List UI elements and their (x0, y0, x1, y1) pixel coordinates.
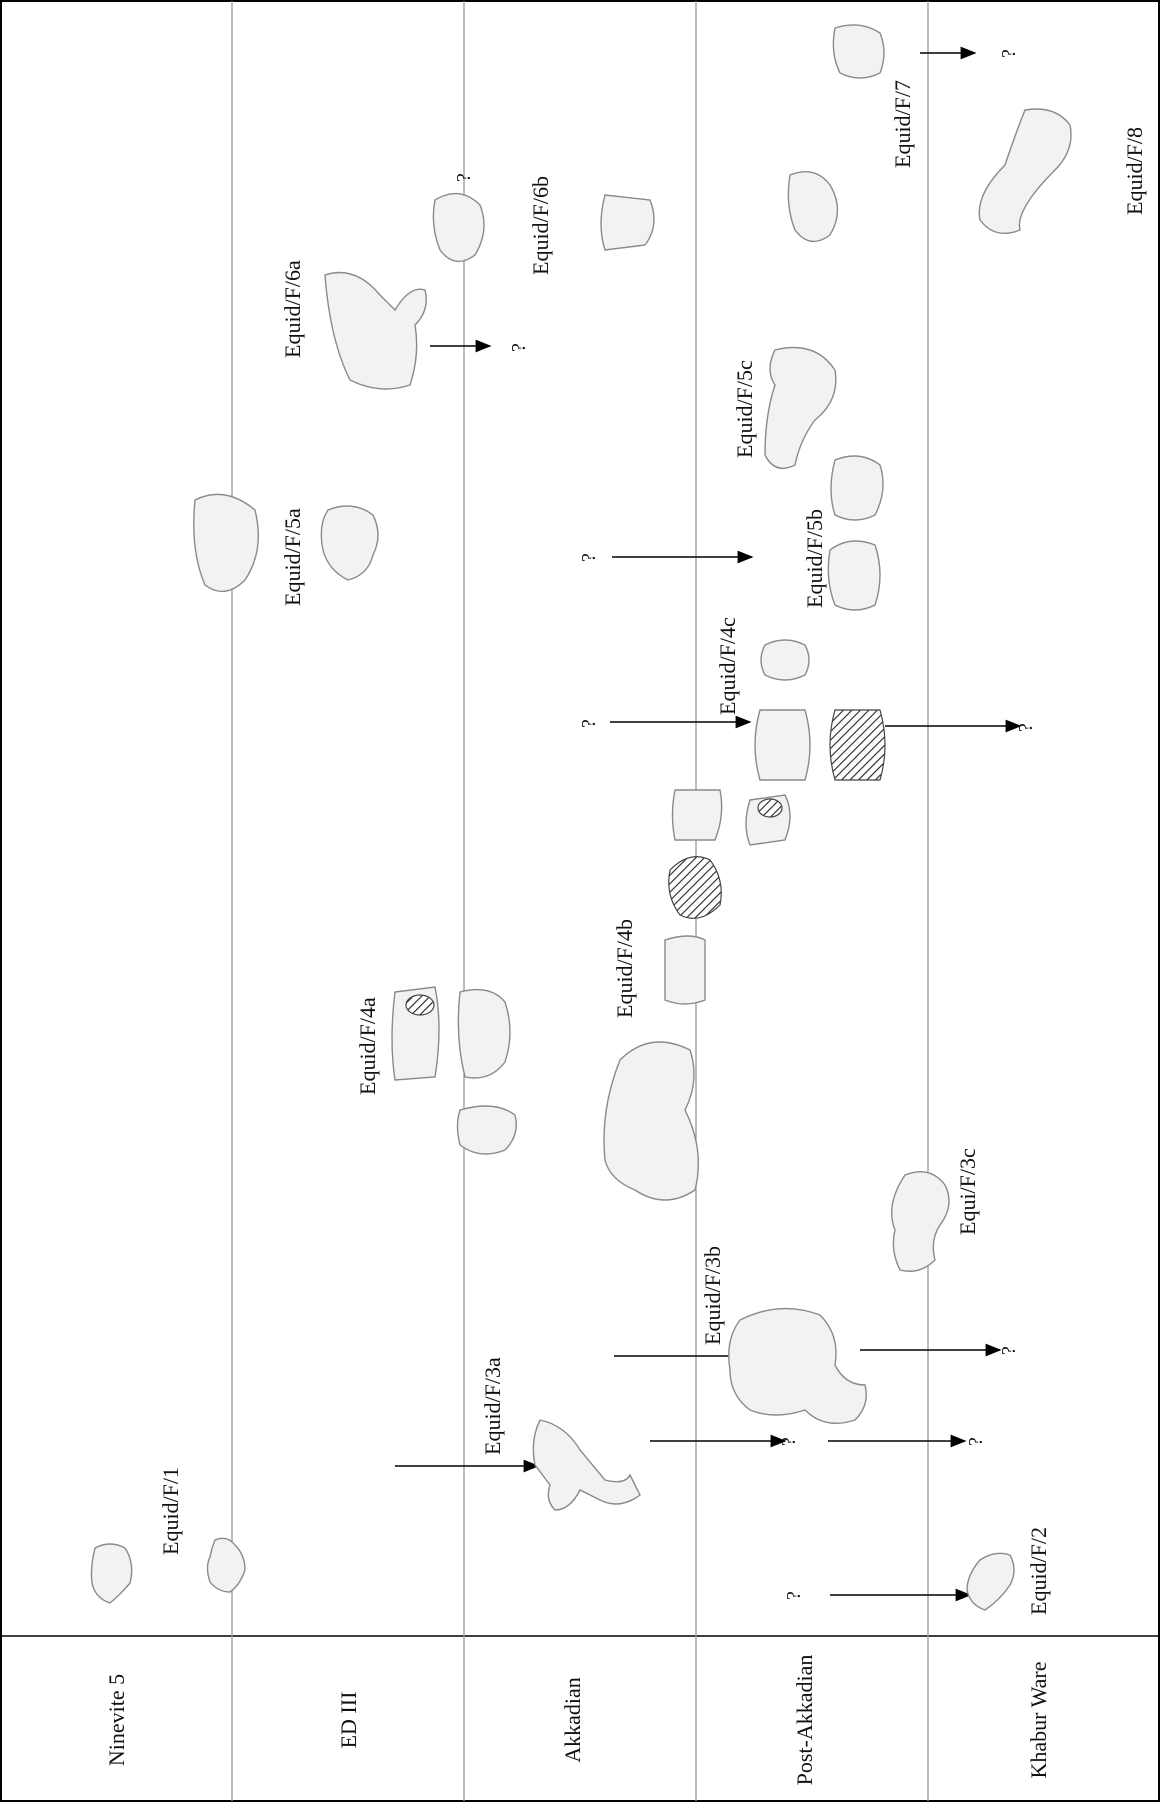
figurine-f4c-3 (829, 709, 886, 781)
type-labels: Equid/F/1 Equid/F/2 Equid/F/3a Equid/F/3… (158, 80, 1147, 1615)
figurine-f1a (90, 1543, 133, 1604)
figurine-f3b (728, 1307, 867, 1424)
period-label: Akkadian (560, 1677, 585, 1763)
type-label-f3a: Equid/F/3a (480, 1357, 505, 1455)
type-label-f5a: Equid/F/5a (280, 508, 305, 606)
figurine-f4b-2 (664, 935, 706, 1005)
figurine-f6b-1 (432, 192, 485, 263)
figurine-f5c (764, 346, 837, 469)
unknown-markers: ? ? ? ? ? ? ? ? ? ? (453, 49, 1037, 1600)
figurine-f1b (206, 1537, 246, 1593)
period-labels: Ninevite 5 ED III Akkadian Post-Akkadian… (104, 1655, 1051, 1786)
figurine-f8 (978, 108, 1072, 234)
unknown-mark: ? (578, 553, 600, 562)
figurine-f7 (832, 24, 885, 79)
figurine-f3c (891, 1171, 950, 1272)
figurine-f4b-3 (668, 856, 722, 919)
unknown-mark: ? (1015, 723, 1037, 732)
figurine-f6a (324, 271, 427, 390)
type-label-f8: Equid/F/8 (1122, 127, 1147, 215)
period-label: ED III (336, 1692, 361, 1749)
figurine-f4a-1-break (405, 994, 435, 1016)
period-label: Khabur Ware (1026, 1662, 1051, 1779)
unknown-mark: ? (965, 1437, 987, 1446)
type-label-f3b: Equid/F/3b (700, 1246, 725, 1345)
type-label-f6b: Equid/F/6b (528, 176, 553, 275)
figurine-f4b-4 (671, 789, 723, 841)
figurine-f2 (966, 1552, 1015, 1611)
figurine-f5a-1 (193, 493, 260, 593)
figurine-f4b-5-break (757, 798, 783, 818)
period-label: Ninevite 5 (104, 1674, 129, 1766)
type-label-f1: Equid/F/1 (158, 1467, 183, 1555)
figurine-f6b-2 (600, 194, 655, 251)
unknown-mark: ? (453, 173, 475, 182)
type-label-f4b: Equid/F/4b (612, 919, 637, 1018)
type-label-f2: Equid/F/2 (1026, 1527, 1051, 1615)
figurine-f5b-2 (830, 455, 884, 521)
type-label-f5b: Equid/F/5b (802, 509, 827, 608)
period-label: Post-Akkadian (792, 1655, 817, 1786)
unknown-mark: ? (578, 719, 600, 728)
unknown-mark: ? (508, 343, 530, 352)
type-label-f6a: Equid/F/6a (280, 260, 305, 358)
figurine-post-akkadian (787, 171, 839, 243)
type-label-f3c: Equi/F/3c (955, 1148, 980, 1235)
unknown-mark: ? (783, 1591, 805, 1600)
figurine-f4a-3 (456, 1105, 517, 1155)
type-label-f4a: Equid/F/4a (355, 997, 380, 1095)
figurine-f4b-1 (603, 1041, 699, 1201)
figurine-f4c-1 (760, 639, 810, 681)
unknown-mark: ? (998, 49, 1020, 58)
figurine-f5b-1 (827, 540, 881, 611)
type-label-f4c: Equid/F/4c (715, 617, 740, 715)
unknown-mark: ? (998, 1346, 1020, 1355)
figurine-f3a (532, 1419, 641, 1511)
figurine-f4c-2 (754, 709, 811, 781)
figurine-f5a-2 (320, 505, 379, 581)
figurine-f4a-2 (457, 988, 511, 1079)
type-label-f7: Equid/F/7 (890, 80, 915, 168)
figurine-drawings (90, 24, 1072, 1611)
unknown-mark: ? (778, 1437, 800, 1446)
type-label-f5c: Equid/F/5c (732, 360, 757, 458)
